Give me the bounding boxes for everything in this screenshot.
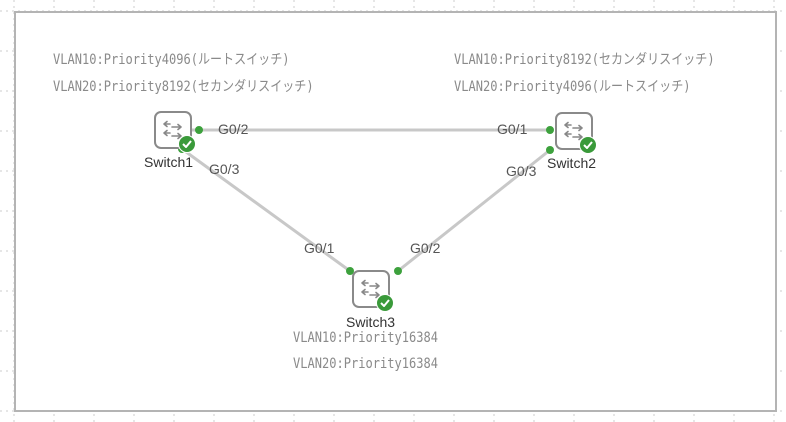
port-label-switch2-g0-3: G0/3 bbox=[506, 163, 537, 179]
diagram-frame bbox=[14, 11, 777, 412]
device-label-switch3: Switch3 bbox=[346, 314, 396, 330]
device-switch3[interactable] bbox=[352, 270, 394, 312]
status-ok-icon bbox=[579, 136, 597, 154]
port-label-switch2-g0-1: G0/1 bbox=[497, 121, 528, 137]
port-label-switch3-g0-1: G0/1 bbox=[304, 240, 335, 256]
port-dot-switch2-g0-3[interactable] bbox=[546, 146, 554, 154]
port-dot-switch1-g0-2[interactable] bbox=[195, 126, 203, 134]
device-label-switch1: Switch1 bbox=[144, 154, 194, 170]
switch2-note-vlan10: VLAN10:Priority8192(セカンダリスイッチ) bbox=[454, 52, 715, 68]
status-ok-icon bbox=[178, 135, 196, 153]
switch1-note-vlan10: VLAN10:Priority4096(ルートスイッチ) bbox=[53, 52, 290, 68]
device-label-switch2: Switch2 bbox=[547, 155, 597, 171]
link-switch2-switch3[interactable] bbox=[397, 148, 551, 273]
switch3-note-vlan10: VLAN10:Priority16384 bbox=[293, 330, 438, 346]
port-dot-switch3-g0-1[interactable] bbox=[346, 267, 354, 275]
port-dot-switch2-g0-1[interactable] bbox=[546, 126, 554, 134]
port-label-switch1-g0-3: G0/3 bbox=[209, 161, 240, 177]
switch3-note-vlan20: VLAN20:Priority16384 bbox=[293, 356, 438, 372]
switch1-note-vlan20: VLAN20:Priority8192(セカンダリスイッチ) bbox=[53, 79, 314, 95]
port-label-switch3-g0-2: G0/2 bbox=[410, 240, 441, 256]
port-label-switch1-g0-2: G0/2 bbox=[218, 121, 249, 137]
switch2-note-vlan20: VLAN20:Priority4096(ルートスイッチ) bbox=[454, 79, 691, 95]
device-switch2[interactable] bbox=[555, 112, 597, 154]
port-dot-switch3-g0-2[interactable] bbox=[394, 267, 402, 275]
device-switch1[interactable] bbox=[154, 111, 196, 153]
link-switch1-switch3[interactable] bbox=[181, 147, 351, 273]
status-ok-icon bbox=[376, 294, 394, 312]
